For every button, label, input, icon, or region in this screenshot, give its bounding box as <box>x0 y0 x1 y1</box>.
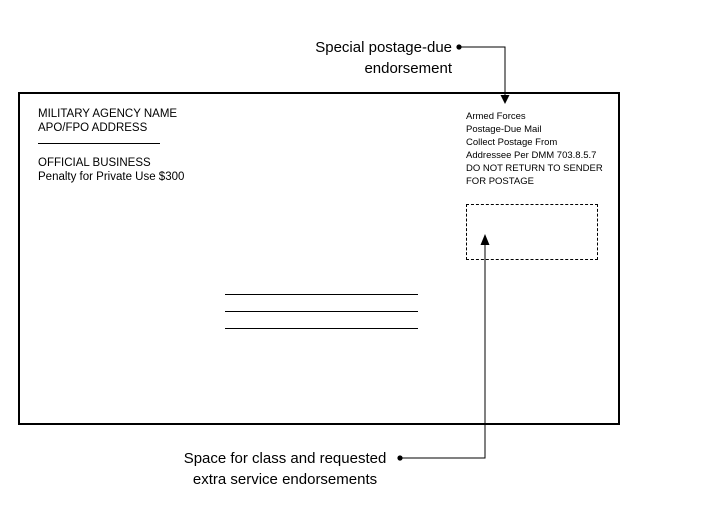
official-business-line-2: Penalty for Private Use $300 <box>38 171 185 183</box>
endorsement-line-1: Armed Forces <box>466 111 526 122</box>
endorsement-line-5: DO NOT RETURN TO SENDER <box>466 163 603 174</box>
address-line <box>225 311 418 312</box>
bottom-callout-bullet-icon <box>397 455 403 461</box>
top-callout: Special postage-due endorsement <box>250 37 452 79</box>
bottom-callout-line-2: extra service endorsements <box>192 471 378 488</box>
endorsement-line-4: Addressee Per DMM 703.8.5.7 <box>466 150 597 161</box>
top-callout-line-1: Special postage-due <box>315 39 452 56</box>
top-connector-line <box>459 46 506 97</box>
envelope-outline: MILITARY AGENCY NAME APO/FPO ADDRESS OFF… <box>18 92 620 425</box>
bottom-callout: Space for class and requested extra serv… <box>177 448 393 490</box>
top-callout-bullet-icon <box>456 44 462 50</box>
top-callout-line-2: endorsement <box>364 60 452 77</box>
endorsement-line-3: Collect Postage From <box>466 137 558 148</box>
bottom-callout-line-1: Space for class and requested <box>183 450 387 467</box>
endorsement-line-2: Postage-Due Mail <box>466 124 542 135</box>
return-address-block: MILITARY AGENCY NAME APO/FPO ADDRESS OFF… <box>38 107 184 184</box>
postage-due-endorsement-block: Armed Forces Postage-Due Mail Collect Po… <box>466 110 603 188</box>
return-address-line-2: APO/FPO ADDRESS <box>38 122 148 134</box>
address-line <box>225 294 418 295</box>
signature-line <box>38 143 160 144</box>
endorsement-space-box <box>466 204 598 260</box>
address-line <box>225 328 418 329</box>
return-address-line-1: MILITARY AGENCY NAME <box>38 108 178 120</box>
endorsement-line-6: FOR POSTAGE <box>466 176 534 187</box>
address-lines <box>225 294 418 329</box>
official-business-line-1: OFFICIAL BUSINESS <box>38 157 151 169</box>
